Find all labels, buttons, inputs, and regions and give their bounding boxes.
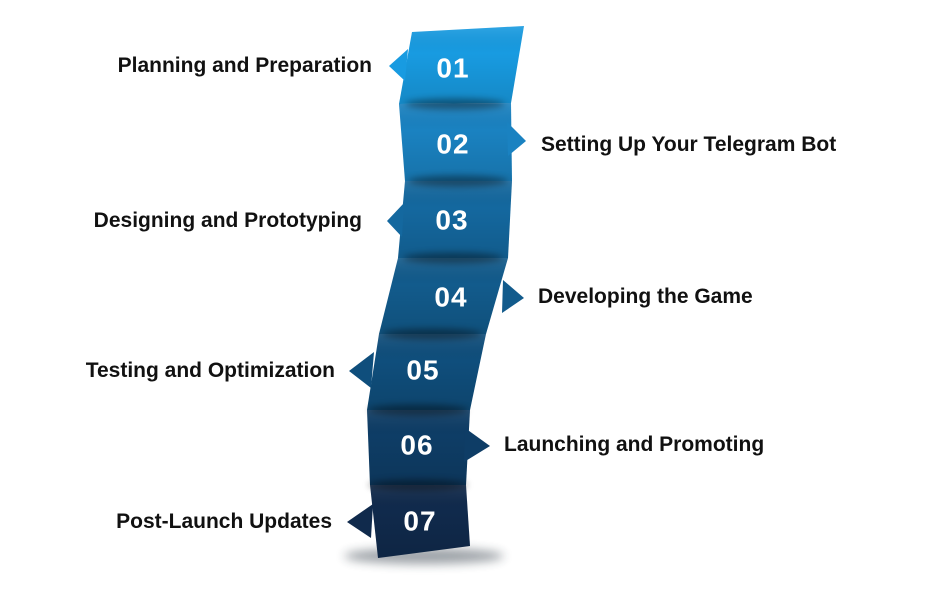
step-number: 01 (436, 53, 469, 84)
ribbon-segment-sheen (367, 334, 486, 410)
step-number: 06 (400, 430, 433, 461)
fold-shadow (368, 404, 468, 416)
step-label: Setting Up Your Telegram Bot (541, 133, 837, 156)
ribbon-segment-sheen (379, 258, 508, 334)
step-label: Post-Launch Updates (116, 510, 332, 533)
fold-shadow (382, 328, 482, 340)
step-label: Developing the Game (538, 285, 753, 308)
ribbon-segment-sheen (367, 410, 470, 485)
step-label: Testing and Optimization (85, 359, 335, 382)
arrow-pointer-icon (389, 49, 408, 81)
fold-shadow (405, 98, 505, 110)
step-number: 02 (436, 129, 469, 160)
ribbon-segment-sheen (398, 181, 512, 258)
arrow-pointer-icon (502, 280, 524, 313)
fold-shadow (368, 479, 468, 491)
ribbon-segment-sheen (399, 26, 524, 104)
arrow-pointer-icon (349, 352, 374, 388)
step-number: 04 (434, 282, 467, 313)
step-label: Launching and Promoting (504, 433, 765, 456)
step-label: Planning and Preparation (117, 54, 372, 77)
step-label: Designing and Prototyping (93, 209, 362, 232)
step-number: 07 (403, 506, 436, 537)
step-number: 03 (435, 205, 468, 236)
ribbon-segment-sheen (399, 103, 512, 181)
fold-shadow (408, 175, 508, 187)
ribbon-segment-sheen (370, 485, 470, 558)
fold-shadow (403, 252, 503, 264)
arrow-pointer-icon (464, 428, 490, 462)
arrow-pointer-icon (507, 122, 526, 156)
arrow-pointer-icon (387, 203, 404, 237)
arrow-pointer-icon (347, 504, 373, 538)
step-number: 05 (406, 355, 439, 386)
